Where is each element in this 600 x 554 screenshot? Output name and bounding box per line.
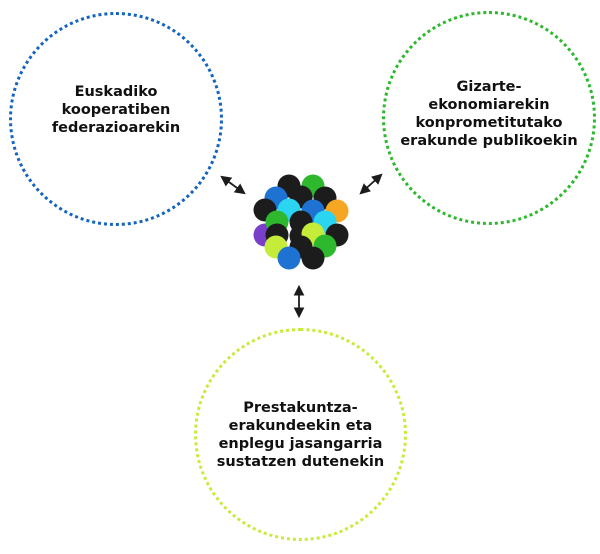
logo-dot	[277, 246, 301, 270]
logo-dot	[301, 246, 325, 270]
ring-training-institutions: Prestakuntza- erakundeekin eta enplegu j…	[194, 328, 407, 541]
ring-training-institutions-label: Prestakuntza- erakundeekin eta enplegu j…	[216, 399, 385, 470]
connector-arrows	[220, 173, 383, 319]
arrow-to-ring-a-icon	[220, 175, 246, 195]
ring-public-institutions: Gizarte- ekonomiarekin konprometitutako …	[382, 11, 596, 225]
ring-cooperative-federation: Euskadiko kooperatiben federazioarekin	[9, 12, 223, 226]
colored-dots-cluster-icon	[253, 174, 349, 270]
arrow-to-ring-b-icon	[359, 173, 383, 195]
ring-cooperative-federation-label: Euskadiko kooperatiben federazioarekin	[51, 84, 181, 136]
ring-public-institutions-label: Gizarte- ekonomiarekin konprometitutako …	[400, 79, 578, 149]
